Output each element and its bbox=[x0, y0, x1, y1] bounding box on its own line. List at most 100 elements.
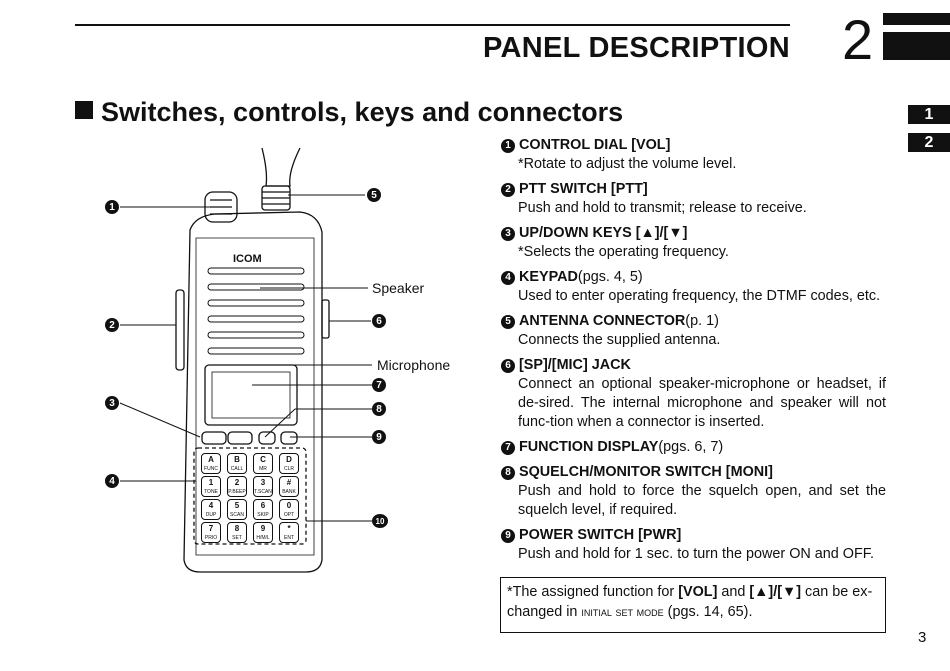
keypad-key-label: MR bbox=[259, 466, 267, 472]
item-title: [SP]/[MIC] JACK bbox=[519, 357, 631, 373]
note-mode: initial set mode bbox=[581, 604, 664, 619]
chapter-tab-bar-top bbox=[883, 13, 950, 25]
note-box: *The assigned function for [VOL] and [▲]… bbox=[500, 577, 886, 633]
keypad-key-main: 9 bbox=[260, 524, 266, 533]
keypad-key[interactable]: A FUNC bbox=[201, 453, 221, 474]
item-desc: Push and hold to transmit; release to re… bbox=[518, 200, 807, 216]
keypad-key-label: CLR bbox=[283, 466, 294, 472]
keypad-key-main: D bbox=[286, 455, 292, 464]
item-desc: Push and hold for 1 sec. to turn the pow… bbox=[518, 546, 874, 562]
callout-3: 3 bbox=[105, 396, 119, 410]
item-number: 8 bbox=[501, 465, 515, 480]
keypad-key-main: 1 bbox=[208, 478, 214, 487]
callout-10: 10 bbox=[372, 514, 388, 528]
note-text: can be ex-changed in bbox=[507, 584, 873, 620]
section-heading-text: Switches, controls, keys and connectors bbox=[101, 97, 624, 127]
item-desc: Connects the supplied antenna. bbox=[518, 332, 721, 348]
item-title: CONTROL DIAL [VOL] bbox=[519, 137, 671, 153]
keypad-key[interactable]: # BANK bbox=[279, 476, 299, 497]
note-keys: [▲]/[▼] bbox=[749, 584, 802, 600]
keypad-key-label: H/M/L bbox=[256, 535, 270, 541]
chapter-number: 2 bbox=[842, 8, 874, 71]
keypad-key-label: DUP bbox=[205, 512, 217, 518]
item-number: 4 bbox=[501, 270, 515, 285]
chapter-tab-bar bbox=[883, 32, 950, 60]
keypad-key-label: FUNC bbox=[204, 466, 218, 472]
note-vol: [VOL] bbox=[678, 584, 718, 600]
keypad-key-main: 3 bbox=[260, 478, 266, 487]
item-control-dial: 1 CONTROL DIAL [VOL] *Rotate to adjust th… bbox=[501, 136, 886, 174]
antenna bbox=[261, 147, 301, 187]
square-bullet-icon bbox=[75, 101, 93, 119]
speaker-label: Speaker bbox=[372, 280, 425, 296]
keypad-key[interactable]: *ENT bbox=[279, 522, 299, 543]
keypad-key-main: # bbox=[286, 478, 292, 487]
keypad-key-label: SCAN bbox=[230, 512, 244, 518]
keypad-key-main: 7 bbox=[208, 524, 214, 533]
item-number: 3 bbox=[501, 226, 515, 241]
keypad-key-label: SKIP bbox=[257, 512, 269, 518]
note-text: and bbox=[717, 584, 750, 600]
keypad-key-main: 8 bbox=[234, 524, 240, 533]
item-title: FUNCTION DISPLAY bbox=[519, 439, 659, 455]
keypad-key-label: BANK bbox=[282, 489, 296, 495]
item-title: ANTENNA CONNECTOR bbox=[519, 313, 686, 329]
item-desc: *Rotate to adjust the volume level. bbox=[518, 156, 737, 172]
microphone-label: Microphone bbox=[377, 357, 451, 373]
keypad-key-main: 0 bbox=[286, 501, 292, 510]
side-tab-2[interactable]: 2 bbox=[908, 133, 950, 152]
brand-logo: ICOM bbox=[233, 253, 262, 265]
item-desc: Push and hold to force the squelch open,… bbox=[518, 483, 886, 518]
item-desc: Used to enter operating frequency, the D… bbox=[518, 288, 881, 304]
display-outline bbox=[204, 364, 298, 426]
item-title: PTT SWITCH [PTT] bbox=[519, 181, 648, 197]
item-ref: (pgs. 4, 5) bbox=[577, 269, 643, 285]
note-text: (pgs. 14, 65). bbox=[663, 604, 753, 620]
callout-7: 7 bbox=[372, 378, 386, 392]
item-desc: Connect an optional speaker-microphone o… bbox=[518, 376, 886, 430]
callout-5: 5 bbox=[367, 188, 381, 202]
item-title: SQUELCH/MONITOR SWITCH [MONI] bbox=[519, 464, 773, 480]
keypad-key[interactable]: D CLR bbox=[279, 453, 299, 474]
keypad-key-label: OPT bbox=[283, 512, 295, 518]
item-number: 9 bbox=[501, 528, 515, 543]
note-text: *The assigned function for bbox=[507, 584, 679, 600]
keypad-key-main: 5 bbox=[234, 501, 240, 510]
side-tab-1[interactable]: 1 bbox=[908, 105, 950, 124]
item-squelch-monitor: 8 SQUELCH/MONITOR SWITCH [MONI] Push and … bbox=[501, 463, 886, 520]
keypad-key-label: SET bbox=[232, 535, 242, 541]
item-number: 5 bbox=[501, 314, 515, 329]
item-desc: *Selects the operating frequency. bbox=[518, 244, 729, 260]
keypad-key-main: A bbox=[208, 455, 214, 464]
callout-1: 1 bbox=[105, 200, 119, 214]
keypad-key-main: B bbox=[234, 455, 240, 464]
callout-8: 8 bbox=[372, 402, 386, 416]
header-rule bbox=[75, 24, 790, 26]
radio-illustration bbox=[119, 147, 372, 573]
item-number: 1 bbox=[501, 138, 515, 153]
item-list: 1 CONTROL DIAL [VOL] *Rotate to adjust th… bbox=[501, 136, 886, 570]
keypad-key-main: 2 bbox=[234, 478, 240, 487]
item-title: POWER SWITCH [PWR] bbox=[519, 527, 682, 543]
item-sp-mic-jack: 6 [SP]/[MIC] JACK Connect an optional spe… bbox=[501, 356, 886, 432]
item-ref: (pgs. 6, 7) bbox=[658, 439, 724, 455]
keypad-key-label: TONE bbox=[204, 489, 218, 495]
item-number: 6 bbox=[501, 358, 515, 373]
